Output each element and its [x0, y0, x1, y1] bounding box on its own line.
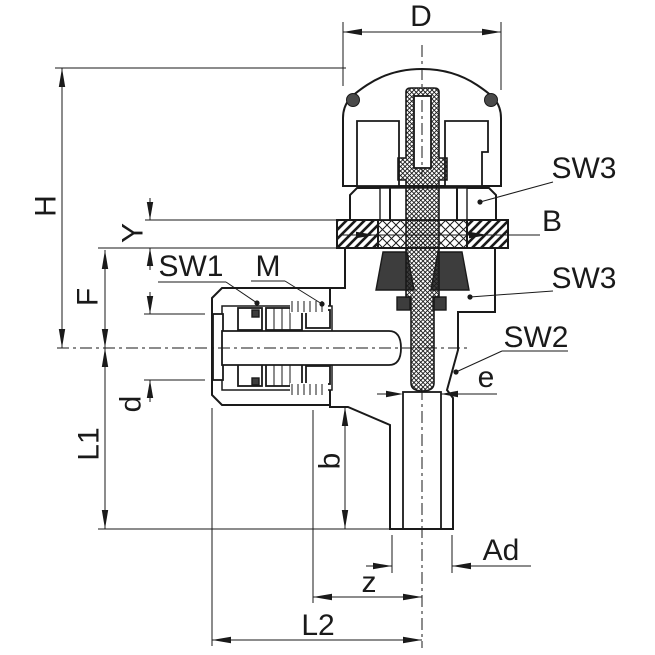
dimension-L2: L2 [211, 408, 422, 646]
label-SW1: SW1 [158, 250, 223, 283]
label-e: e [478, 361, 495, 394]
stem-seal-right [432, 296, 447, 311]
dimension-Ad: Ad [366, 534, 531, 573]
label-SW2: SW2 [503, 321, 568, 354]
label-SW3-lower: SW3 [551, 262, 616, 295]
dimension-H: H [30, 67, 346, 348]
stem-seal-left [396, 296, 411, 311]
label-F: F [72, 288, 105, 306]
valve-main-body [329, 247, 496, 530]
label-H: H [30, 195, 63, 217]
valve-body-geometry [211, 67, 509, 530]
label-SW3-upper: SW3 [551, 152, 616, 185]
collet-teeth-bottom [237, 363, 331, 387]
dimension-D: D [342, 0, 502, 90]
label-Y: Y [117, 223, 150, 243]
callout-M: M [251, 250, 325, 307]
label-b: b [314, 453, 347, 470]
callout-SW2: SW2 [453, 321, 569, 375]
label-L1: L1 [73, 427, 106, 460]
dimension-Y: Y [98, 198, 340, 270]
callout-SW3-upper: SW3 [477, 152, 617, 205]
label-L2: L2 [301, 609, 334, 642]
label-d: d [115, 396, 148, 413]
valve-stem [397, 87, 448, 392]
label-D: D [410, 0, 432, 33]
thread-zone [290, 300, 328, 395]
dimension-b: b [314, 407, 349, 529]
callout-SW1: SW1 [158, 250, 260, 306]
port-nut [211, 287, 331, 406]
dimension-B: B [340, 205, 562, 239]
label-B: B [542, 205, 562, 238]
label-M: M [256, 250, 281, 283]
dimension-e: e [377, 361, 497, 398]
knob-cavity-left [356, 120, 400, 187]
cap-insert-left [346, 93, 360, 107]
cap-insert-right [484, 93, 498, 107]
dimension-F: F [72, 250, 109, 348]
label-z: z [362, 566, 377, 599]
dimension-z: z [312, 410, 422, 603]
dimension-L1: L1 [73, 348, 389, 530]
centerlines [57, 45, 470, 648]
dimension-d: d [115, 292, 205, 413]
knob-cavity-right [444, 120, 489, 187]
callout-SW3-lower: SW3 [467, 262, 617, 300]
label-Ad: Ad [483, 534, 520, 567]
locknut-left [336, 219, 379, 249]
